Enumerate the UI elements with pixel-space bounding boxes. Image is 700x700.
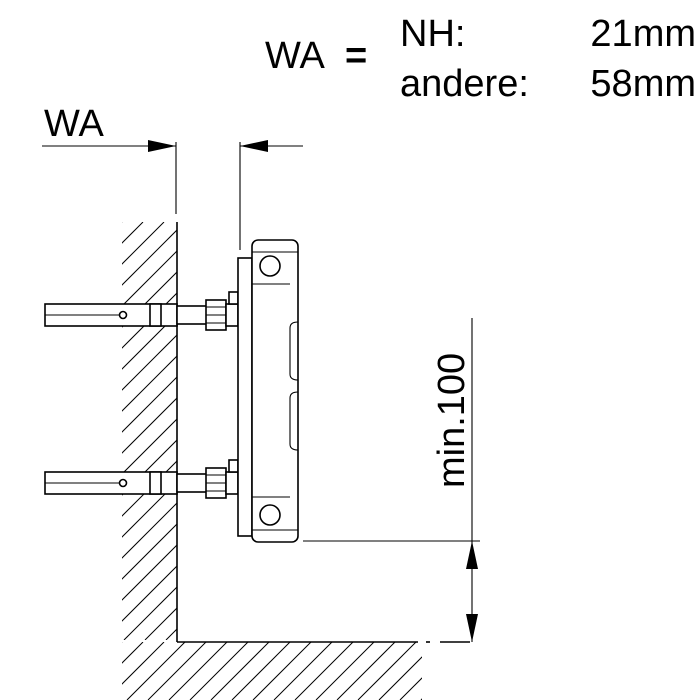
hatch-line	[147, 642, 207, 700]
wall-distance-label: WA	[44, 103, 104, 145]
radiator-segment-outline	[289, 321, 299, 381]
hatch-line	[378, 656, 422, 700]
hatch-line	[273, 642, 333, 700]
hatch-line	[122, 523, 177, 580]
min-height-label: min.100	[431, 353, 473, 488]
hatch-line	[122, 222, 144, 244]
legend-row-other-label: andere:	[400, 63, 529, 105]
hatch-line	[165, 628, 177, 640]
hatch-line	[122, 229, 177, 286]
hatch-line	[210, 642, 270, 700]
hatch-line	[122, 313, 177, 370]
hatch-line	[463, 642, 521, 700]
wall-hatching	[122, 222, 177, 640]
hatch-line	[189, 642, 249, 700]
hatch-line	[122, 460, 177, 517]
hatch-line	[122, 222, 123, 223]
hatch-line	[122, 271, 177, 328]
hatch-line	[122, 565, 177, 622]
hatch-line	[294, 642, 354, 700]
hatch-line	[122, 418, 177, 475]
hatch-line	[122, 439, 177, 496]
hatch-line	[442, 642, 500, 700]
radiator	[237, 239, 299, 543]
hatch-line	[122, 642, 144, 664]
wall-bracket-upper	[44, 291, 239, 331]
hatch-line	[144, 607, 177, 640]
hatch-line	[122, 222, 165, 265]
distance-legend: WA = NH: 21mm andere: 58mm	[265, 13, 696, 105]
hatch-line	[484, 642, 542, 700]
hatch-line	[122, 544, 177, 601]
floor-hatching	[122, 642, 542, 700]
hatch-line	[122, 642, 165, 685]
hatch-line	[122, 481, 177, 538]
hatch-line	[122, 642, 123, 643]
hatch-line	[126, 642, 186, 700]
hatch-line	[122, 376, 177, 433]
wall-bracket-lower	[44, 459, 239, 499]
hatch-line	[420, 698, 422, 700]
hatch-line	[123, 586, 177, 640]
wall-distance-dimension	[42, 140, 303, 250]
hatch-line	[252, 642, 312, 700]
legend-equals-sign: =	[345, 35, 367, 77]
hatch-line	[357, 642, 417, 700]
hatch-line	[336, 642, 396, 700]
hatch-line	[168, 642, 228, 700]
radiator-bottom-connection	[259, 504, 281, 526]
hatch-line	[122, 397, 177, 454]
radiator-top-connection	[259, 255, 281, 277]
hatch-line	[399, 677, 422, 700]
hatch-line	[122, 250, 177, 307]
legend-row-other-value: 58mm	[590, 63, 696, 105]
legend-symbol: WA	[265, 35, 325, 77]
hatch-line	[231, 642, 291, 700]
hatch-line	[315, 642, 375, 700]
legend-row-nh-value: 21mm	[590, 13, 696, 55]
min-height-dimension	[303, 318, 480, 642]
legend-row-nh-label: NH:	[400, 13, 465, 55]
radiator-segment-outline	[289, 391, 299, 451]
